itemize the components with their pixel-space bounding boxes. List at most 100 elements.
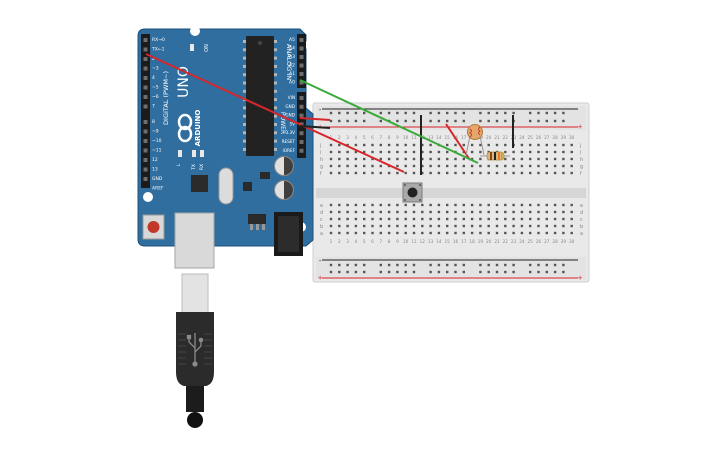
breadboard-holes[interactable] bbox=[329, 111, 573, 274]
wire-red-5v-to-rail[interactable] bbox=[299, 117, 331, 121]
analog-pin[interactable] bbox=[299, 80, 304, 85]
breadboard-hole[interactable] bbox=[479, 203, 482, 207]
breadboard-hole[interactable] bbox=[421, 157, 424, 161]
rail-hole[interactable] bbox=[562, 111, 565, 115]
breadboard-hole[interactable] bbox=[346, 157, 349, 161]
breadboard-hole[interactable] bbox=[570, 143, 573, 147]
rail-hole[interactable] bbox=[553, 263, 557, 267]
breadboard-hole[interactable] bbox=[421, 143, 424, 147]
breadboard-hole[interactable] bbox=[346, 231, 349, 235]
breadboard-hole[interactable] bbox=[429, 224, 432, 228]
breadboard-hole[interactable] bbox=[570, 157, 573, 161]
breadboard-hole[interactable] bbox=[529, 217, 532, 221]
breadboard-hole[interactable] bbox=[470, 210, 474, 214]
breadboard-hole[interactable] bbox=[545, 157, 548, 161]
breadboard-hole[interactable] bbox=[354, 164, 358, 168]
rail-hole[interactable] bbox=[504, 111, 507, 115]
breadboard-hole[interactable] bbox=[404, 143, 407, 147]
breadboard-hole[interactable] bbox=[504, 143, 507, 147]
breadboard-hole[interactable] bbox=[529, 157, 532, 161]
breadboard-hole[interactable] bbox=[470, 150, 474, 154]
digital-pin[interactable] bbox=[143, 120, 148, 124]
breadboard-hole[interactable] bbox=[529, 143, 532, 147]
digital-pin[interactable] bbox=[143, 139, 148, 143]
rail-hole[interactable] bbox=[396, 270, 399, 274]
rail-hole[interactable] bbox=[404, 111, 407, 115]
breadboard-hole[interactable] bbox=[329, 210, 333, 214]
power-pin[interactable] bbox=[299, 96, 304, 100]
breadboard-hole[interactable] bbox=[529, 210, 532, 214]
rail-hole[interactable] bbox=[487, 111, 490, 115]
breadboard-hole[interactable] bbox=[412, 224, 416, 228]
rail-hole[interactable] bbox=[379, 111, 382, 115]
breadboard-hole[interactable] bbox=[495, 164, 499, 168]
digital-pin[interactable] bbox=[143, 47, 148, 52]
breadboard-hole[interactable] bbox=[512, 150, 515, 154]
rail-hole[interactable] bbox=[346, 111, 349, 115]
breadboard-hole[interactable] bbox=[553, 150, 557, 154]
breadboard-hole[interactable] bbox=[537, 150, 540, 154]
breadboard-hole[interactable] bbox=[421, 224, 424, 228]
breadboard-hole[interactable] bbox=[520, 231, 524, 235]
rail-hole[interactable] bbox=[338, 263, 341, 267]
breadboard-hole[interactable] bbox=[429, 217, 432, 221]
rail-hole[interactable] bbox=[437, 119, 441, 123]
breadboard-hole[interactable] bbox=[446, 171, 449, 175]
breadboard-hole[interactable] bbox=[412, 157, 416, 161]
breadboard-hole[interactable] bbox=[537, 157, 540, 161]
breadboard-hole[interactable] bbox=[379, 217, 382, 221]
breadboard-hole[interactable] bbox=[421, 164, 424, 168]
breadboard-hole[interactable] bbox=[329, 217, 333, 221]
breadboard-hole[interactable] bbox=[404, 217, 407, 221]
breadboard-hole[interactable] bbox=[354, 231, 358, 235]
breadboard-hole[interactable] bbox=[446, 150, 449, 154]
breadboard-hole[interactable] bbox=[354, 210, 358, 214]
breadboard-hole[interactable] bbox=[346, 203, 349, 207]
rail-hole[interactable] bbox=[487, 270, 490, 274]
breadboard-hole[interactable] bbox=[454, 224, 457, 228]
breadboard-hole[interactable] bbox=[570, 164, 573, 168]
breadboard-hole[interactable] bbox=[520, 210, 524, 214]
breadboard-hole[interactable] bbox=[396, 143, 399, 147]
rail-hole[interactable] bbox=[537, 111, 540, 115]
breadboard-hole[interactable] bbox=[570, 171, 573, 175]
breadboard-hole[interactable] bbox=[421, 150, 424, 154]
breadboard-hole[interactable] bbox=[404, 171, 407, 175]
power-pin[interactable] bbox=[299, 104, 304, 109]
breadboard-hole[interactable] bbox=[371, 217, 374, 221]
breadboard-hole[interactable] bbox=[454, 143, 457, 147]
breadboard-hole[interactable] bbox=[545, 150, 548, 154]
breadboard-hole[interactable] bbox=[479, 210, 482, 214]
breadboard-hole[interactable] bbox=[462, 143, 465, 147]
breadboard-hole[interactable] bbox=[338, 231, 341, 235]
breadboard-hole[interactable] bbox=[470, 164, 474, 168]
breadboard-hole[interactable] bbox=[437, 164, 441, 168]
breadboard-hole[interactable] bbox=[462, 224, 465, 228]
rail-hole[interactable] bbox=[363, 111, 366, 115]
breadboard-hole[interactable] bbox=[437, 224, 441, 228]
breadboard-hole[interactable] bbox=[396, 231, 399, 235]
breadboard-hole[interactable] bbox=[329, 150, 333, 154]
breadboard-hole[interactable] bbox=[529, 150, 532, 154]
rail-hole[interactable] bbox=[454, 119, 457, 123]
rail-hole[interactable] bbox=[429, 270, 432, 274]
rail-hole[interactable] bbox=[479, 270, 482, 274]
breadboard-hole[interactable] bbox=[562, 224, 565, 228]
breadboard-hole[interactable] bbox=[346, 143, 349, 147]
breadboard-hole[interactable] bbox=[346, 150, 349, 154]
breadboard-hole[interactable] bbox=[379, 157, 382, 161]
breadboard-hole[interactable] bbox=[363, 143, 366, 147]
rail-hole[interactable] bbox=[379, 119, 382, 123]
digital-pin-holes[interactable] bbox=[143, 38, 148, 181]
breadboard-hole[interactable] bbox=[520, 150, 524, 154]
breadboard-hole[interactable] bbox=[371, 210, 374, 214]
digital-pin[interactable] bbox=[143, 158, 148, 162]
rail-hole[interactable] bbox=[387, 263, 391, 267]
breadboard-hole[interactable] bbox=[379, 150, 382, 154]
breadboard-hole[interactable] bbox=[537, 224, 540, 228]
breadboard-hole[interactable] bbox=[504, 150, 507, 154]
breadboard-hole[interactable] bbox=[529, 203, 532, 207]
rail-hole[interactable] bbox=[329, 263, 333, 267]
digital-pin[interactable] bbox=[143, 177, 148, 181]
breadboard-hole[interactable] bbox=[437, 203, 441, 207]
